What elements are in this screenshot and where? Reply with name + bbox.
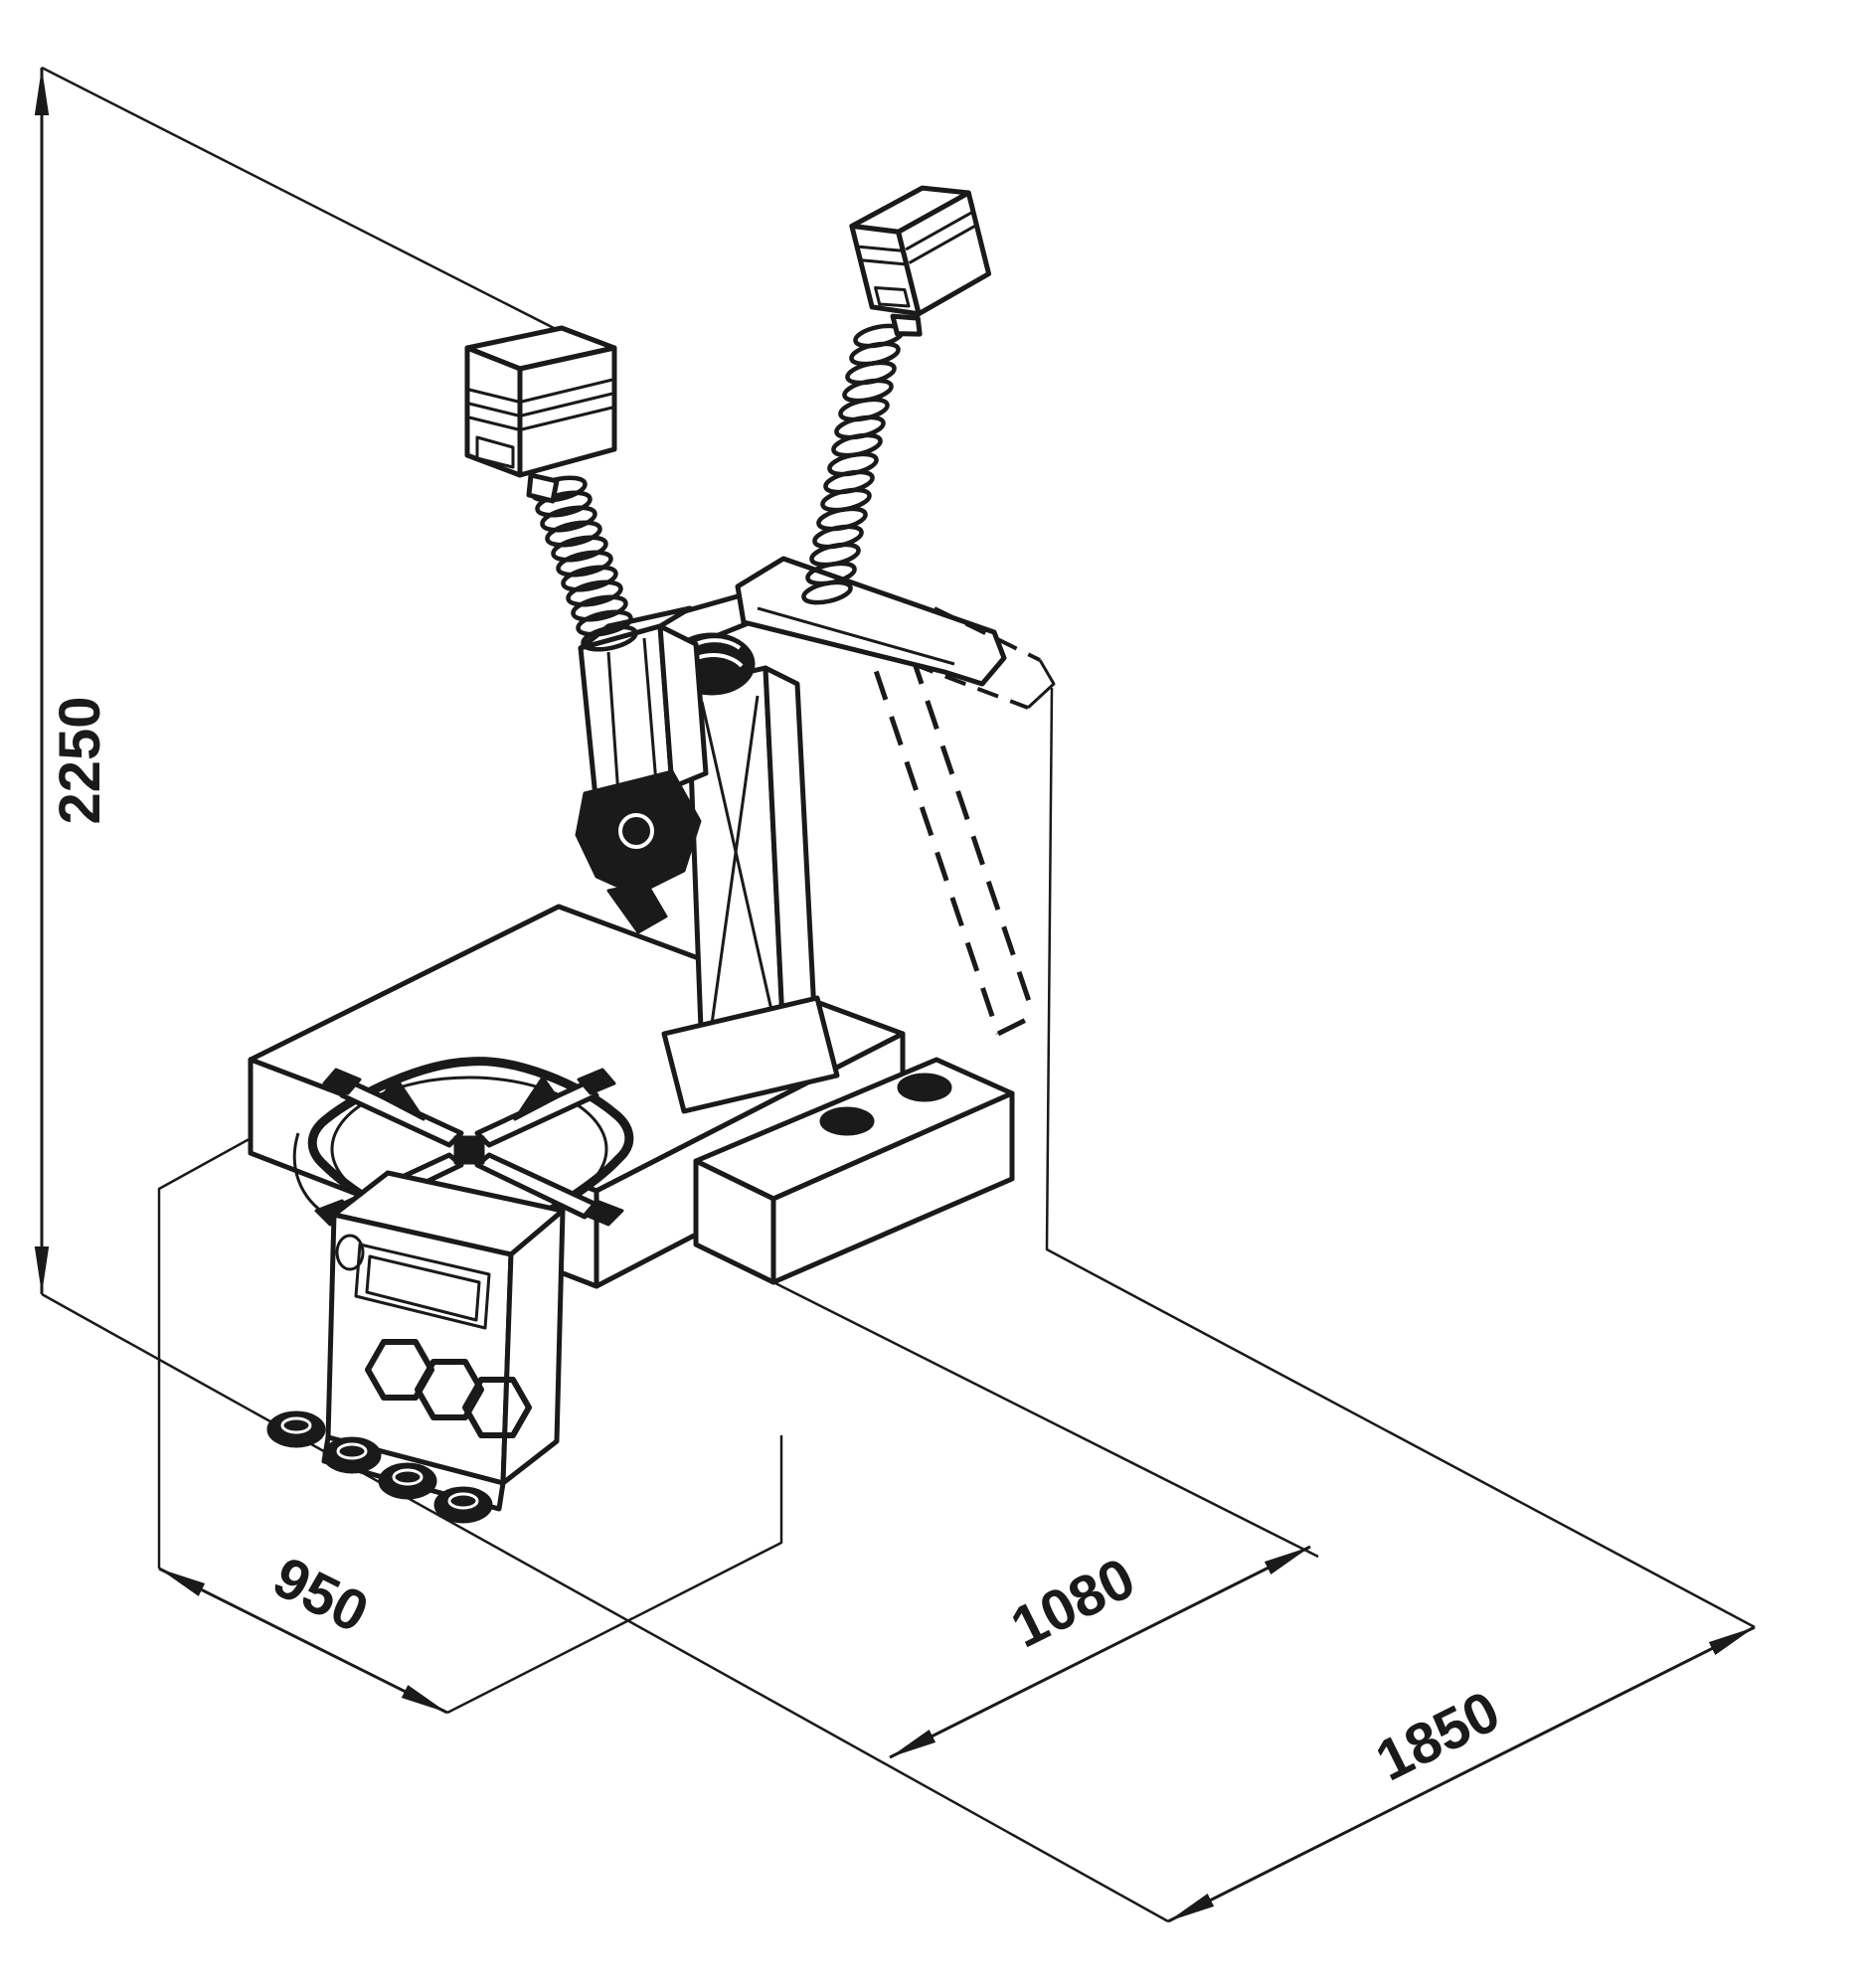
dimension-line-working-depth [889,1545,1311,1759]
foot-pad [819,1106,875,1136]
tire-changer-machine [248,185,1056,1524]
arm-head-dashed [934,606,1041,662]
jaw-clamp [577,1068,616,1095]
envelope-right-outline [1045,687,1756,1629]
dimension-total-depth-label: 1850 [1366,1679,1509,1794]
dimension-working-depth-label: 1080 [1001,1546,1144,1661]
arm-head-dashed [912,662,1029,710]
jaw-clamp [322,1068,362,1095]
dimension-line-total-depth [1167,1625,1756,1923]
pedals [266,1410,493,1524]
extension-line-floor-left [41,1292,1169,1923]
inflation-gauge-right [849,185,992,337]
tool-column [578,605,709,810]
console-hex-grid [365,1339,532,1438]
mounting-head [575,769,702,934]
mast-column [661,665,840,1114]
extension-line-base-right [772,1280,1319,1559]
table-hub [453,1135,485,1165]
jaw-clamp [583,1199,624,1227]
footprint-front-outline [446,1435,783,1715]
machine-base-ledge [693,1057,1015,1285]
helical-hose-left [530,475,638,652]
dimension-height-label: 2250 [48,696,112,824]
jaw-horn [380,1076,425,1121]
console-knob [335,1234,365,1271]
console-screen [354,1242,491,1330]
extension-line-top [41,66,609,358]
jaw-horn [513,1076,559,1121]
dimension-line-width [158,1567,448,1715]
inflation-gauge-left [464,325,617,504]
helical-hose-right [801,323,905,605]
control-console [292,1132,566,1512]
foot-pad [897,1073,952,1102]
swing-arm-dashed-position [858,609,1037,1037]
